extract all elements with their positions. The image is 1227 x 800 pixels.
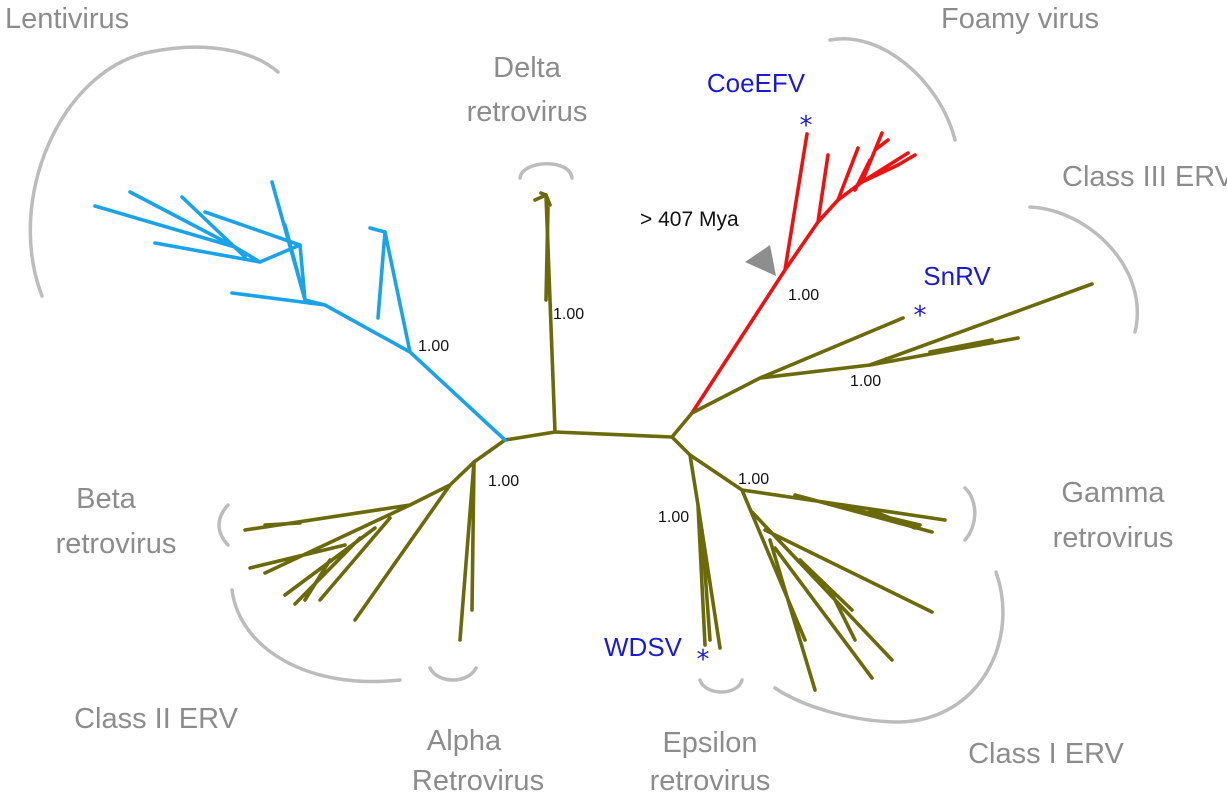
label-delta-line2: retrovirus xyxy=(467,96,588,128)
label-coeefv: CoeEFV xyxy=(707,68,806,98)
highlighted-virus-labels: CoeEFV * SnRV * WDSV * xyxy=(604,68,991,675)
bracket-foamy xyxy=(828,37,957,142)
label-class2: Class II ERV xyxy=(74,703,239,735)
backbone-branches xyxy=(472,193,694,464)
support-alpha-beta: 1.00 xyxy=(488,473,519,490)
lentivirus-subtree xyxy=(93,180,507,442)
star-snrv: * xyxy=(914,301,927,331)
star-wdsv: * xyxy=(697,645,710,675)
bracket-alpha xyxy=(428,666,478,682)
support-foamy: 1.00 xyxy=(788,287,819,304)
label-delta-line1: Delta xyxy=(493,52,562,84)
star-coeefv: * xyxy=(800,111,813,141)
bracket-beta xyxy=(217,503,230,547)
label-epsilon-line2: retrovirus xyxy=(650,765,771,797)
label-gamma-line1: Gamma xyxy=(1061,477,1165,509)
lentivirus-branches xyxy=(93,180,507,442)
epsilon-subtree xyxy=(688,453,722,650)
date-label: > 407 Mya xyxy=(640,208,739,231)
bracket-class2 xyxy=(230,588,402,684)
label-epsilon-line1: Epsilon xyxy=(662,727,757,759)
date-arrowhead-icon xyxy=(745,245,776,276)
label-class3: Class III ERV xyxy=(1062,161,1227,193)
gamma-class1-subtree xyxy=(688,453,947,692)
class3-subtree xyxy=(690,282,1094,415)
alpha-beta-class2-subtree xyxy=(243,460,476,642)
support-gamma: 1.00 xyxy=(738,471,769,488)
label-class1: Class I ERV xyxy=(968,738,1124,770)
label-beta-line1: Beta xyxy=(76,483,137,515)
bracket-class3 xyxy=(1028,205,1139,334)
olive-branches xyxy=(243,191,1094,692)
label-snrv: SnRV xyxy=(923,261,991,291)
bracket-gamma xyxy=(963,486,977,542)
support-class3: 1.00 xyxy=(850,373,881,390)
clade-brackets xyxy=(28,37,1139,724)
label-beta-line2: retrovirus xyxy=(56,528,177,560)
bracket-class1 xyxy=(773,570,1005,724)
label-wdsv: WDSV xyxy=(604,632,683,662)
support-lentivirus: 1.00 xyxy=(418,338,449,355)
bracket-delta xyxy=(518,162,574,180)
bracket-epsilon xyxy=(698,678,744,694)
support-values: 1.00 1.00 1.00 1.00 1.00 1.00 1.00 xyxy=(418,287,881,526)
foamy-subtree xyxy=(690,131,917,415)
foamy-branches xyxy=(690,131,917,415)
delta-subtree xyxy=(533,191,552,302)
support-epsilon: 1.00 xyxy=(658,509,689,526)
tree-backbone xyxy=(472,193,694,464)
support-delta: 1.00 xyxy=(553,306,584,323)
label-gamma-line2: retrovirus xyxy=(1053,522,1174,554)
label-alpha-line1: Alpha xyxy=(427,725,502,757)
bracket-lentivirus xyxy=(28,45,280,298)
label-lentivirus: Lentivirus xyxy=(5,3,129,35)
date-annotation: > 407 Mya xyxy=(640,208,776,276)
label-alpha-line2: Retrovirus xyxy=(412,765,544,797)
label-foamy: Foamy virus xyxy=(941,3,1099,35)
clade-labels: Lentivirus Delta retrovirus Foamy virus … xyxy=(5,3,1227,797)
